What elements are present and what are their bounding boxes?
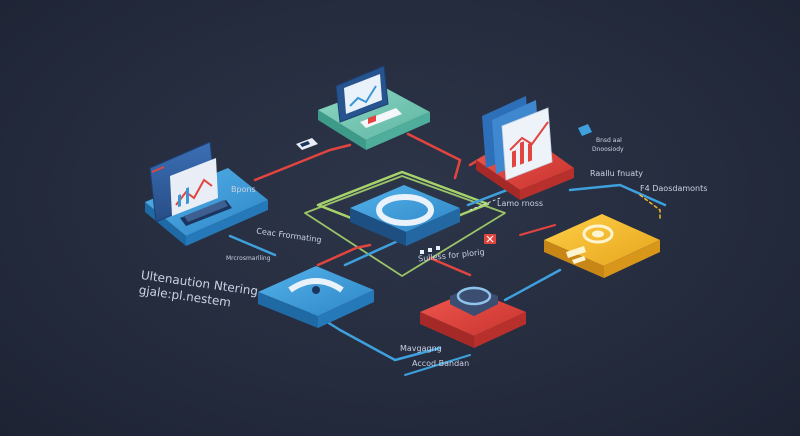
label-reallu-fnuaty: Raallu fnuaty (590, 169, 643, 178)
keyboard-icon (184, 200, 228, 222)
connector-chartstack-to-yellow (568, 183, 667, 207)
gauge-node-blue[interactable] (258, 266, 374, 328)
small-badge-icon (578, 124, 592, 136)
red-box-node[interactable] (420, 286, 526, 348)
close-tag-icon (484, 234, 496, 244)
monitor-node-teal[interactable] (318, 65, 430, 150)
connector-redbox-to-yellow (503, 268, 562, 302)
connector-bottom-blue (404, 354, 471, 376)
document-icon (368, 115, 376, 125)
label-accod-bandan: Accod Bandan (412, 359, 470, 368)
label-lamo-ressss: Lamo rnoss (497, 199, 544, 208)
laptop-node[interactable] (145, 141, 268, 246)
hub-node-center[interactable] (350, 185, 460, 254)
growth-chart-icon (349, 85, 377, 107)
connector-gauge-to-hub (343, 238, 402, 267)
label-bpons: Bpons (231, 185, 256, 194)
connector-laptop-to-top (253, 143, 352, 182)
label-microformatting: Mrcrosmarlling (226, 255, 271, 262)
chart-stack-node-red[interactable] (476, 96, 574, 200)
label-dnoosiody: Dnoosiody (592, 146, 624, 153)
connector-top-to-hub (406, 132, 462, 180)
gauge-icon (288, 278, 344, 293)
target-icon (582, 224, 614, 244)
label-f-daosdamonts: F4 Daosdamonts (640, 184, 708, 193)
target-ring-icon (456, 286, 492, 306)
yellow-node[interactable] (544, 214, 660, 278)
connector-right-red (519, 224, 556, 236)
refresh-ring-icon (376, 194, 434, 226)
label-bnsd-aal: Bnsd aal (596, 137, 622, 144)
connector-hub-left-red (316, 243, 372, 267)
label-mavgagng: Mavgagng (400, 344, 442, 353)
dashed-connector-white (469, 197, 501, 211)
connector-hub-to-redbox (428, 256, 472, 277)
connector-chip-icon (296, 138, 318, 150)
trend-arrow-icon (509, 121, 549, 151)
dashed-connector-yellow (639, 194, 661, 219)
line-chart-icon (175, 178, 213, 206)
connector-laptop-to-gauge (228, 234, 277, 257)
